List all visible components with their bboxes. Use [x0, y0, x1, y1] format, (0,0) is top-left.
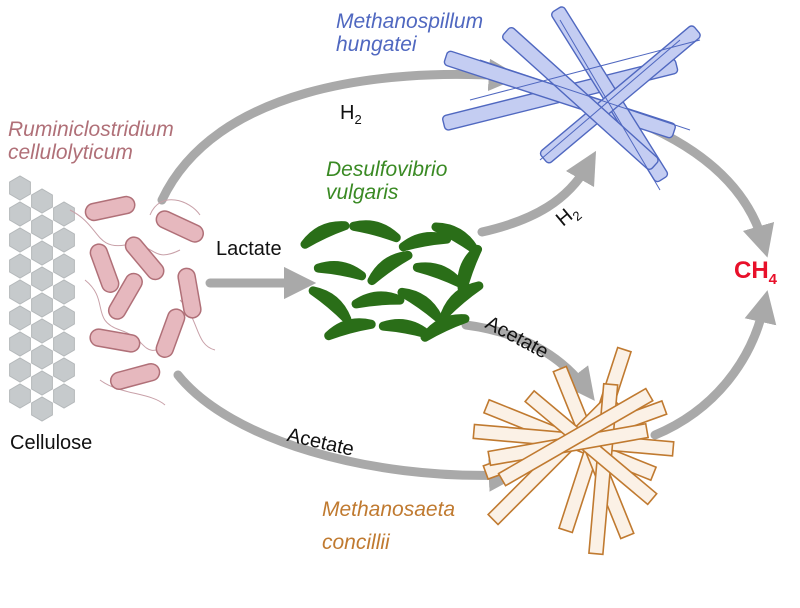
cellulose-hexagon	[31, 188, 53, 214]
cellulose-hexagon	[53, 279, 75, 305]
label-ruminiclostridium-line1: Ruminiclostridium	[8, 118, 174, 141]
cellulose-hexagon	[31, 318, 53, 344]
desulfovibrio-cell	[378, 319, 432, 339]
label-ch4: CH4	[734, 257, 778, 288]
cellulose-hexagon	[31, 266, 53, 292]
label-methanospillum-line1: Methanospillum	[336, 10, 484, 33]
cellulose-hexagon	[53, 383, 75, 409]
arrow-acetate-bottom	[173, 370, 522, 492]
label-desulfovibrio-line2: vulgaris	[326, 181, 399, 205]
cellulose-hexagon	[31, 292, 53, 318]
desulfovibrio-cell	[440, 281, 484, 319]
label-ch4-base: CH	[734, 257, 769, 284]
desulfovibrio-cell	[349, 220, 401, 243]
arrow-h2-top	[157, 58, 522, 205]
cellulose-hexagon	[31, 370, 53, 396]
cellulose-hexagon	[31, 240, 53, 266]
methanosaeta-rods	[472, 346, 675, 556]
label-h2-top-base: H	[340, 102, 355, 124]
cellulose-hexagon	[53, 201, 75, 227]
label-ch4-subscript: 4	[768, 270, 778, 288]
label-h2-top-subscript: 2	[354, 112, 362, 127]
cellulose-hexagon	[53, 357, 75, 383]
label-methanosaeta-line2: concillii	[322, 531, 390, 555]
desulfovibrio-cell	[300, 221, 350, 249]
methanospillum-filaments	[442, 6, 701, 191]
cellulose-hexagon	[31, 214, 53, 240]
arrow-methanosaeta-ch4	[650, 290, 777, 440]
desulfovibrio-cell	[420, 314, 470, 342]
desulfovibrio-cells	[300, 220, 484, 342]
arrow-h2-mid	[477, 150, 597, 237]
cellulose-hexagon	[31, 396, 53, 422]
label-methanospillum-line2: hungatei	[336, 33, 417, 57]
cellulose-hexagon	[9, 357, 31, 383]
desulfovibrio-cell	[324, 318, 376, 341]
label-methanospillum: Methanospillum hungatei	[336, 10, 483, 56]
cellulose-hexagon-grid	[9, 175, 75, 422]
desulfovibrio-cell	[308, 286, 352, 324]
desulfovibrio-cell	[398, 232, 452, 252]
cellulose-hexagon	[9, 175, 31, 201]
label-lactate: Lactate	[216, 238, 282, 260]
label-cellulose: Cellulose	[10, 432, 93, 454]
desulfovibrio-cell	[313, 261, 367, 281]
desulfovibrio-cell	[351, 291, 405, 309]
desulfovibrio-cell	[367, 250, 413, 286]
label-methanosaeta-line1: Methanosaeta	[322, 498, 456, 521]
ruminiclostridium-cells	[69, 195, 216, 406]
cellulose-hexagon	[9, 279, 31, 305]
cellulose-hexagon	[9, 201, 31, 227]
cellulose-hexagon	[9, 331, 31, 357]
desulfovibrio-cell	[412, 262, 464, 288]
cellulose-hexagon	[9, 383, 31, 409]
label-methanosaeta: Methanosaeta concillii	[322, 498, 455, 554]
cellulose-hexagon	[53, 253, 75, 279]
cellulose-hexagon	[53, 227, 75, 253]
cellulose-hexagon	[53, 331, 75, 357]
cellulose-hexagon	[31, 344, 53, 370]
desulfovibrio-cell	[397, 287, 443, 323]
label-desulfovibrio: Desulfovibrio vulgaris	[326, 158, 447, 204]
label-ruminiclostridium: Ruminiclostridium cellulolyticum	[8, 118, 174, 164]
cellulose-hexagon	[53, 305, 75, 331]
label-ruminiclostridium-line2: cellulolyticum	[8, 141, 133, 165]
label-h2-top: H2	[340, 102, 362, 127]
cellulose-hexagon	[9, 227, 31, 253]
arrow-acetate-mid	[461, 320, 595, 401]
label-desulfovibrio-line1: Desulfovibrio	[326, 158, 448, 181]
cellulose-hexagon	[9, 253, 31, 279]
arrow-methanospillum-ch4	[623, 113, 775, 258]
cellulose-hexagon	[9, 305, 31, 331]
